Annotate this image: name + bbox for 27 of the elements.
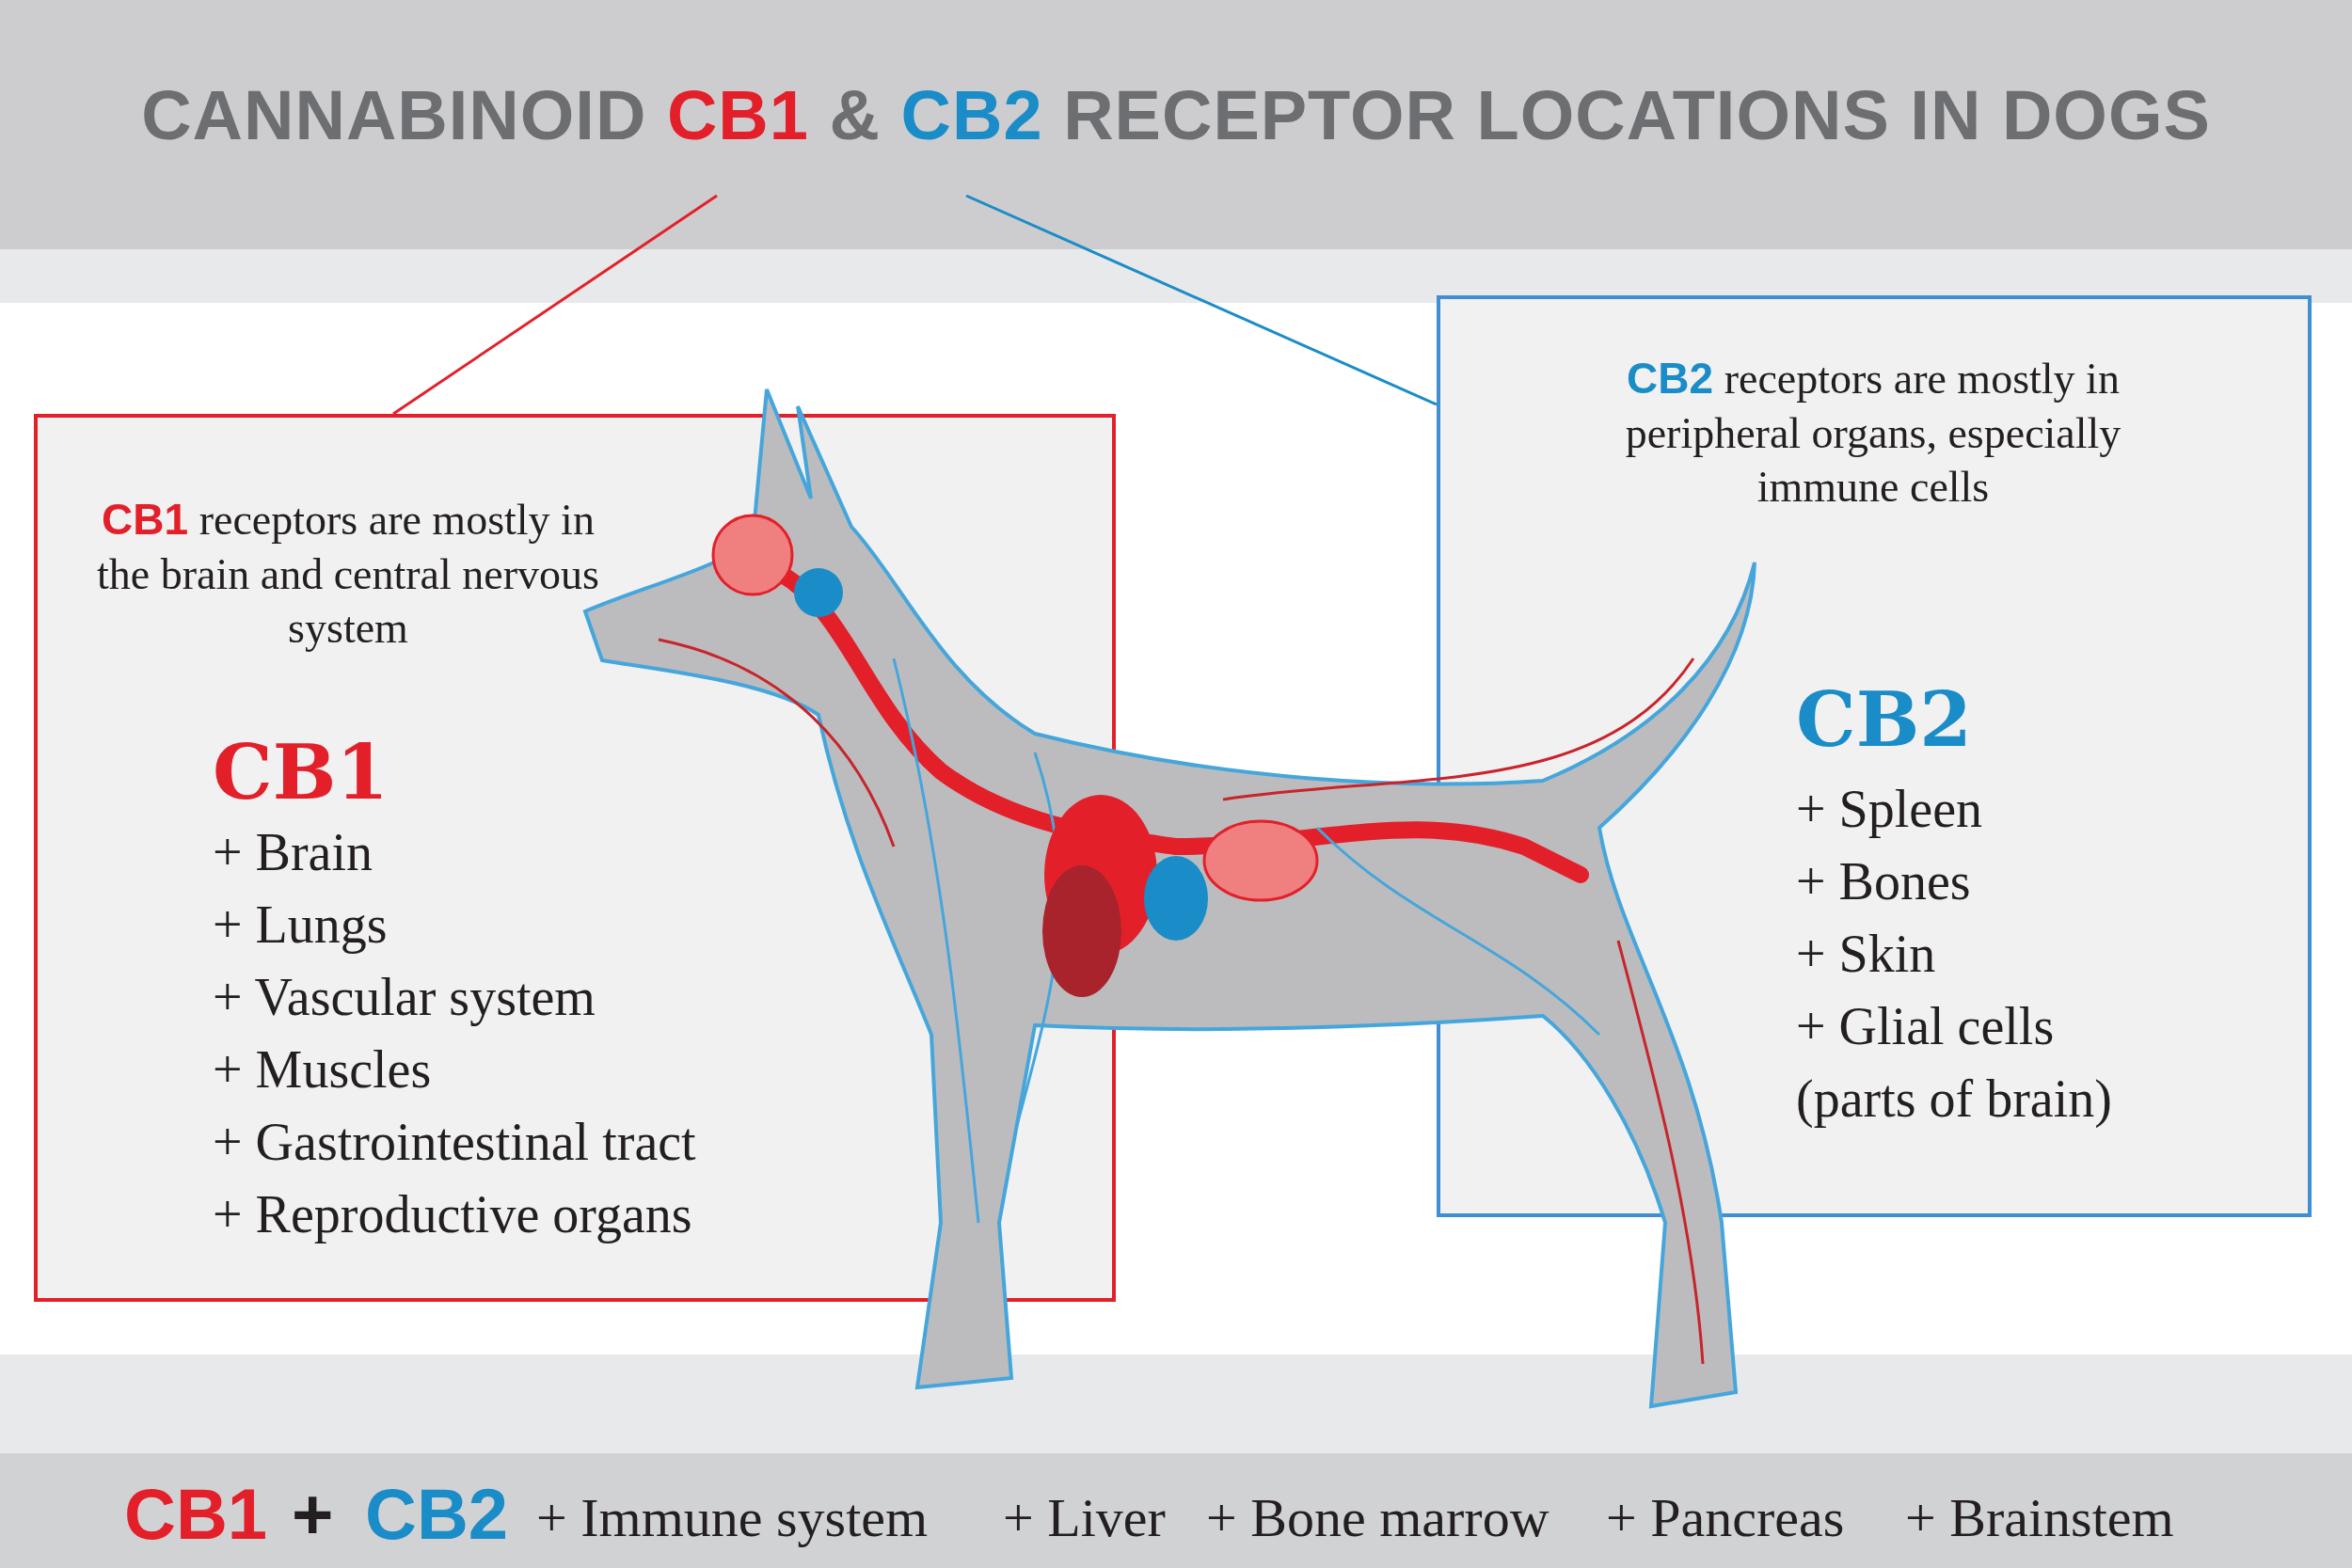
title: CANNABINOID CB1 & CB2 RECEPTOR LOCATIONS IN DOGS <box>140 75 2212 155</box>
list-item: + Muscles <box>213 1039 432 1100</box>
description-text: CB1 receptors are mostly in the brain and central nervous system <box>96 494 600 654</box>
list-item: + Brain <box>213 822 373 882</box>
list-item: + Glial cells <box>1796 996 2055 1056</box>
list-item: (parts of brain) <box>1796 1069 2112 1129</box>
plus-sign: + <box>292 1473 334 1555</box>
list-item: + Lungs <box>213 895 388 955</box>
list-item: + Bone marrow <box>1206 1486 1549 1549</box>
list-item: + Bones <box>1796 851 1971 911</box>
list-item: + Brainstem <box>1905 1486 2174 1549</box>
leader-line <box>965 194 1438 406</box>
list-item: + Vascular system <box>213 967 596 1027</box>
description-text: CB2 receptors are mostly in peripheral organs, especially immune cells <box>1624 353 2122 513</box>
list-item: + Liver <box>1003 1486 1166 1549</box>
text-panel <box>1437 295 2312 1217</box>
list-item: + Gastrointestinal tract <box>213 1112 696 1172</box>
leader-line <box>392 194 718 416</box>
receptor-name: CB2 <box>365 1473 509 1555</box>
heading: CB1 <box>213 728 389 816</box>
list-item: + Pancreas <box>1606 1486 1845 1549</box>
list-item: + Immune system <box>536 1486 929 1549</box>
receptor-name: CB1 <box>124 1473 268 1555</box>
list-item: + Reproductive organs <box>213 1184 692 1244</box>
list-item: + Spleen <box>1796 779 1982 839</box>
heading: CB2 <box>1796 675 1972 764</box>
list-item: + Skin <box>1796 924 1936 984</box>
